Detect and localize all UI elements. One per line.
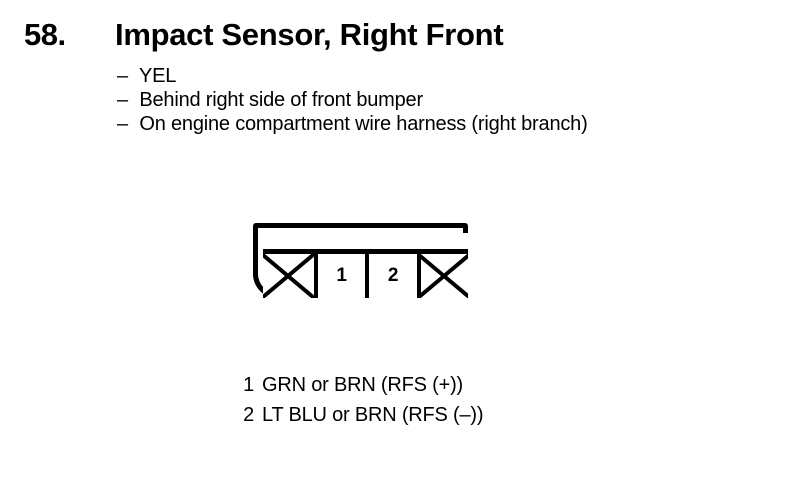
pin-legend-row: 2 LT BLU or BRN (RFS (–))	[170, 400, 590, 430]
connector-diagram: 1 2	[253, 223, 468, 298]
pin-description: LT BLU or BRN (RFS (–))	[262, 404, 484, 426]
pin-number: 2	[243, 404, 254, 426]
attribute-list: – YEL – Behind right side of front bumpe…	[117, 64, 777, 136]
connector-cavity-blank-left	[263, 254, 314, 298]
dash-icon: –	[117, 65, 128, 87]
list-item: – YEL	[117, 64, 777, 88]
cavity-label: 1	[336, 265, 347, 286]
pin-number: 1	[243, 374, 254, 396]
cavity-label: 2	[387, 265, 399, 286]
connector-cavity-strip: 1 2	[263, 254, 468, 298]
list-item: – On engine compartment wire harness (ri…	[117, 112, 777, 136]
dash-icon: –	[117, 113, 128, 135]
connector-cavity-blank-right	[416, 254, 468, 298]
list-item-label: YEL	[139, 65, 177, 87]
component-title: Impact Sensor, Right Front	[115, 17, 504, 52]
x-mark-icon	[420, 254, 468, 298]
connector-cavity-2: 2	[364, 254, 417, 298]
pin-legend: 1 GRN or BRN (RFS (+)) 2 LT BLU or BRN (…	[170, 370, 590, 430]
list-item: – Behind right side of front bumper	[117, 88, 777, 112]
connector-latch-inner	[267, 236, 464, 247]
x-mark-icon	[263, 254, 314, 298]
pin-legend-row: 1 GRN or BRN (RFS (+))	[170, 370, 590, 400]
page-title: 58. Impact Sensor, Right Front	[24, 17, 764, 57]
item-number: 58.	[24, 17, 66, 52]
connector-outline: 1 2	[253, 223, 468, 298]
list-item-label: On engine compartment wire harness (righ…	[139, 113, 588, 135]
connector-cavity-1: 1	[313, 254, 365, 298]
list-item-label: Behind right side of front bumper	[139, 89, 423, 111]
pin-description: GRN or BRN (RFS (+))	[262, 374, 464, 396]
dash-icon: –	[117, 89, 128, 111]
connector-latch-bar	[263, 233, 468, 254]
